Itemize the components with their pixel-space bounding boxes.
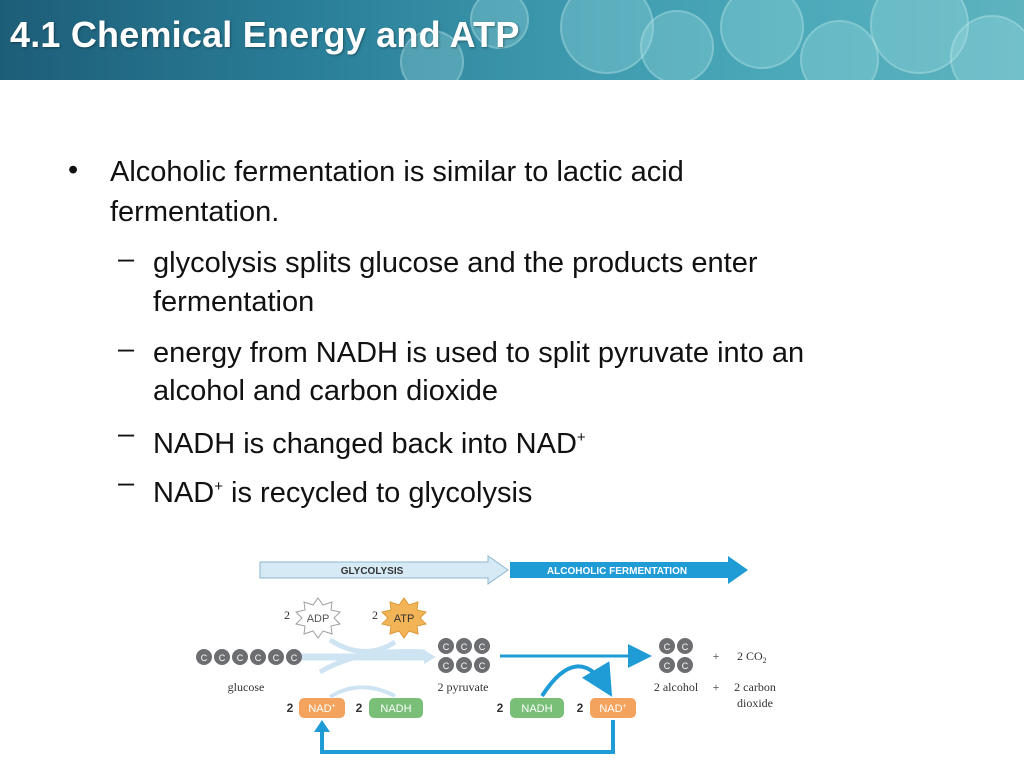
cell-texture — [800, 20, 879, 80]
svg-text:C: C — [461, 661, 468, 671]
plus-sign-2: + — [713, 680, 720, 694]
sub-bullet-3-text: NADH is changed back into NAD — [153, 428, 577, 460]
sub-bullet-1-line1: glycolysis splits glucose and the produc… — [153, 247, 758, 279]
pyruvate-molecules: C C C C C C — [438, 638, 490, 673]
svg-text:C: C — [664, 661, 671, 671]
cell-texture — [470, 0, 529, 49]
dash-glyph: – — [118, 333, 135, 365]
sub-bullet-3: NADH is changed back into NAD+ — [153, 420, 586, 462]
sub-bullet-2-line2: alcohol and carbon dioxide — [153, 375, 499, 407]
dash-glyph: – — [118, 418, 135, 450]
dash-glyph: – — [118, 467, 135, 499]
svg-text:C: C — [201, 653, 208, 663]
sub-bullet-4-text-b: is recycled to glycolysis — [223, 477, 533, 509]
nadh-count-right: 2 — [497, 701, 504, 715]
adp-count: 2 — [284, 608, 290, 622]
superscript-plus: + — [576, 429, 586, 446]
nad-count-right: 2 — [577, 701, 584, 715]
bullet-glyph: • — [68, 154, 79, 186]
cell-texture — [400, 30, 464, 80]
nad-label-right: NAD+ — [599, 703, 626, 715]
cell-texture — [640, 10, 714, 80]
glucose-label: glucose — [228, 680, 265, 694]
svg-text:C: C — [479, 661, 486, 671]
svg-text:C: C — [461, 642, 468, 652]
adp-to-atp-arrow — [328, 637, 397, 654]
cell-texture — [950, 15, 1024, 80]
atp-count: 2 — [372, 608, 378, 622]
svg-text:C: C — [682, 661, 689, 671]
svg-text:C: C — [443, 661, 450, 671]
svg-text:C: C — [237, 653, 244, 663]
nadh-box-left — [369, 698, 423, 718]
nad-box-right — [590, 698, 636, 718]
svg-text:C: C — [682, 642, 689, 652]
nad-recycle-arrow — [320, 720, 615, 754]
glycolysis-banner-label: GLYCOLYSIS — [341, 566, 404, 577]
svg-text:C: C — [291, 653, 298, 663]
alcohol-molecules: C C C C — [659, 638, 693, 673]
atp-starburst: 2 ATP — [372, 597, 427, 639]
dash-glyph: – — [118, 243, 135, 275]
cell-texture — [720, 0, 804, 69]
carbon-dioxide-label-line1: 2 carbon — [734, 680, 776, 694]
adp-label: ADP — [307, 613, 330, 625]
glucose-molecule: C C C C C C — [196, 649, 302, 665]
slide-title: 4.1 Chemical Energy and ATP — [10, 14, 520, 55]
nad-recycle-arrowhead — [314, 720, 330, 732]
adp-starburst: 2 ADP — [284, 597, 341, 639]
nadh-to-nad-arrow — [540, 661, 613, 698]
nadh-box-right — [510, 698, 564, 718]
svg-text:C: C — [219, 653, 226, 663]
glycolysis-banner: GLYCOLYSIS — [259, 555, 509, 585]
nadh-count-left: 2 — [356, 701, 363, 715]
fermentation-banner-label: ALCOHOLIC FERMENTATION — [547, 566, 687, 577]
title-banner: 4.1 Chemical Energy and ATP — [0, 0, 1024, 80]
plus-sign: + — [713, 649, 720, 663]
nad-label-left: NAD+ — [308, 703, 335, 715]
nad-box-left — [299, 698, 345, 718]
sub-bullet-4: NAD+ is recycled to glycolysis — [153, 469, 532, 511]
pyruvate-label: 2 pyruvate — [438, 680, 489, 694]
nadh-label-left: NADH — [380, 703, 411, 715]
svg-text:C: C — [479, 642, 486, 652]
svg-text:C: C — [443, 642, 450, 652]
sub-bullet-2-line1: energy from NADH is used to split pyruva… — [153, 337, 805, 369]
nadh-label-right: NADH — [521, 703, 552, 715]
svg-text:C: C — [664, 642, 671, 652]
sub-bullet-1-line2: fermentation — [153, 286, 315, 318]
main-bullet-line2: fermentation. — [110, 196, 280, 228]
main-bullet-line1: Alcoholic fermentation is similar to lac… — [110, 156, 684, 188]
co2-label: 2 CO2 — [737, 649, 767, 665]
svg-text:C: C — [255, 653, 262, 663]
nad-count-left: 2 — [287, 701, 294, 715]
sub-bullet-4-text-a: NAD — [153, 477, 215, 509]
carbon-dioxide-label-line2: dioxide — [737, 696, 773, 710]
svg-text:C: C — [273, 653, 280, 663]
fermentation-banner: ALCOHOLIC FERMENTATION — [510, 556, 748, 584]
cell-texture — [560, 0, 654, 74]
atp-label: ATP — [394, 613, 415, 625]
alcohol-label: 2 alcohol — [654, 680, 699, 694]
nad-to-nadh-arrow — [328, 685, 396, 699]
superscript-plus: + — [214, 478, 223, 495]
